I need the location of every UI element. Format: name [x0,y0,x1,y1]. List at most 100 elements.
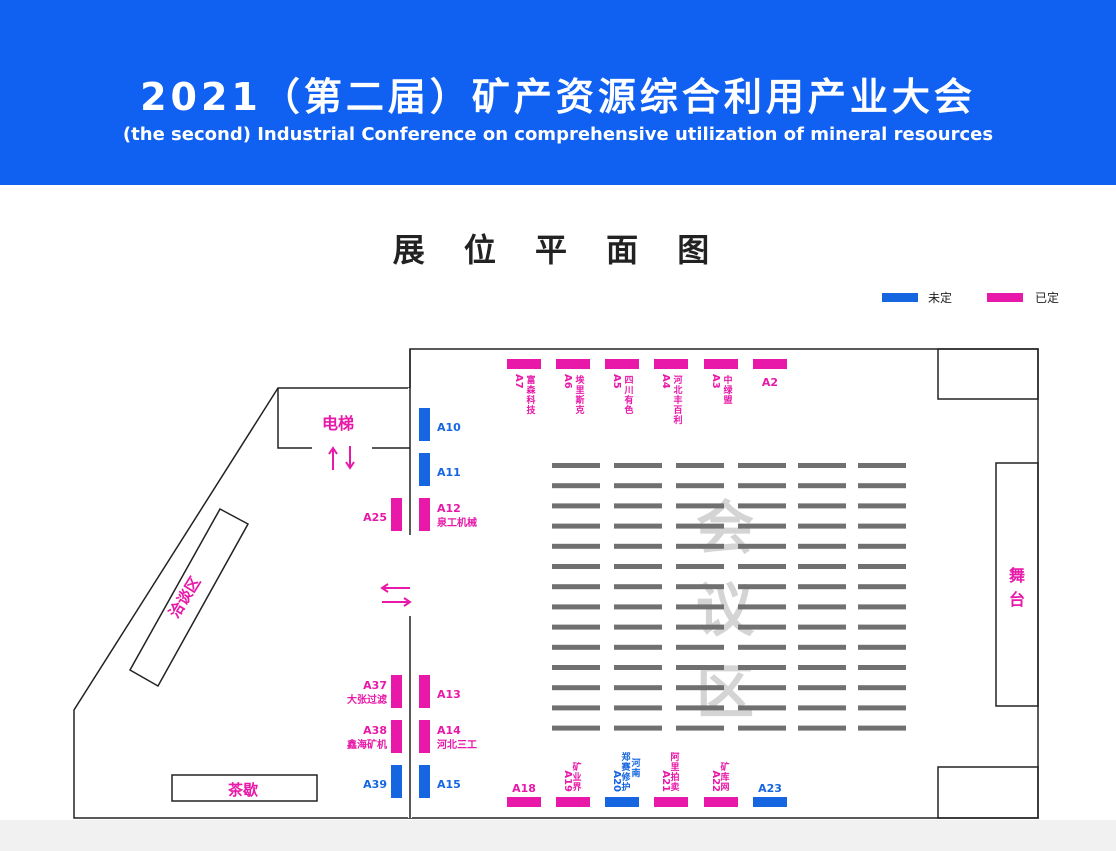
seat-row [552,665,600,670]
booth-a6[interactable] [556,359,590,369]
booth-company-label: 斯 [575,394,584,406]
bottom-band [0,820,1116,851]
seat-row [676,604,724,610]
booth-company-label: 郑 [621,751,630,763]
seat-row [738,503,786,509]
booth-a11[interactable] [419,453,430,486]
booth-company-label: 河 [673,374,682,386]
seat-row [614,725,662,731]
booth-company-label: 泉工机械 [436,516,477,529]
booth-a25[interactable] [391,498,402,531]
seat-row [614,665,662,670]
booth-a2[interactable] [753,359,787,369]
booth-code-label: A37 [363,679,387,692]
booth-company-label: 阿 [670,752,679,763]
seat-row [552,644,600,650]
booth-code-label: A14 [437,724,461,737]
hall-corner-bottom [937,766,1039,819]
booth-company-label: 绿 [723,384,733,396]
booth-a14[interactable] [419,720,430,753]
seat-row [798,725,846,731]
booth-a13[interactable] [419,675,430,708]
booth-code-label: A10 [437,421,461,434]
seat-row [858,705,906,711]
booth-a21[interactable] [654,797,688,807]
booth-a10[interactable] [419,408,430,441]
negotiation-area-box [128,507,250,688]
seat-row [676,725,724,731]
booth-code-label: A3 [710,374,721,389]
booth-code-label: A7 [513,374,524,389]
seat-row [738,543,786,549]
seat-row [614,503,662,509]
booth-company-label: 盟 [723,394,732,406]
booth-code-label: A20 [611,770,622,792]
seat-row [738,463,786,468]
seat-row [676,705,724,711]
seat-row [552,725,600,731]
booth-a18[interactable] [507,797,541,807]
seat-row [858,503,906,509]
booth-code-label: A11 [437,466,461,479]
seat-row [738,665,786,670]
right-arrow-icon [382,597,412,607]
booth-company-label: 河北三工 [437,738,477,751]
booth-company-label: 拍 [670,771,679,783]
seat-row [798,604,846,610]
booth-a37[interactable] [391,675,402,708]
seat-row [552,523,600,529]
venue-walls [73,348,1039,819]
booth-extra-label: 河 [631,757,640,769]
seat-row [552,564,600,569]
booth-a22[interactable] [704,797,738,807]
booth-company-label: 科 [526,394,535,406]
seat-row [552,624,600,630]
seat-row [858,685,906,691]
booth-a23[interactable] [753,797,787,807]
hall-corner-top [937,348,1039,400]
seat-row [738,483,786,489]
booth-company-label: 修 [620,771,631,783]
booth-a7[interactable] [507,359,541,369]
booth-code-label: A15 [437,778,461,791]
booth-company-label: 富 [526,374,535,386]
booth-a12[interactable] [419,498,430,531]
booth-a19[interactable] [556,797,590,807]
booth-company-label: 北 [673,384,682,396]
seat-row [552,503,600,509]
booth-company-label: 四 [624,375,633,386]
booth-a5[interactable] [605,359,639,369]
seat-row [614,604,662,610]
tea-break-box [171,774,318,802]
meeting-area-watermark: 会 议 区 [696,494,755,726]
booth-a20[interactable] [605,797,639,807]
booth-company-label: 川 [623,385,633,396]
seat-row [798,685,846,691]
booth-company-label: 利 [672,414,682,426]
left-arrow-icon [380,583,410,593]
seat-row [858,604,906,610]
down-arrow-icon [345,446,355,470]
seat-row [614,463,662,468]
stage-label-1: 舞 [1009,566,1025,585]
booth-a15[interactable] [419,765,430,798]
seat-row [614,685,662,691]
seat-row [614,564,662,569]
seat-row [738,644,786,650]
booth-a4[interactable] [654,359,688,369]
booth-a39[interactable] [391,765,402,798]
seat-row [614,705,662,711]
seat-row [798,665,846,670]
tea-break-label: 茶歇 [228,781,258,799]
booth-a38[interactable] [391,720,402,753]
booth-company-label: 中 [723,374,732,386]
seat-row [738,685,786,691]
seat-row [676,503,724,509]
seat-row [552,463,600,468]
booth-code-label: A19 [562,770,573,792]
seat-row [798,483,846,489]
booth-code-label: A21 [660,770,671,792]
booth-company-label: 库 [720,771,729,783]
booth-a3[interactable] [704,359,738,369]
